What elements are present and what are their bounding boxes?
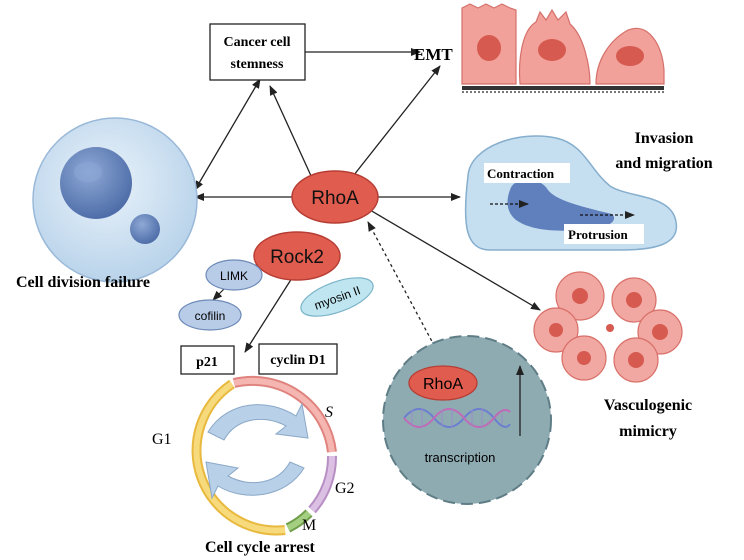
- phase-m-label: M: [302, 517, 316, 534]
- rhoa-label: RhoA: [311, 188, 359, 209]
- arrows: [194, 48, 541, 363]
- limk-node: LIMK: [205, 259, 263, 291]
- stemness-label-1: Cancer cell: [224, 35, 291, 50]
- vascular-cluster-icon: [533, 271, 683, 383]
- epithelial-cells-icon: [461, 3, 665, 93]
- phase-g1-label: G1: [152, 431, 172, 448]
- migrating-cell-icon: [464, 135, 678, 251]
- cyclin-d1-label: cyclin D1: [270, 353, 326, 368]
- vasculogenic-label-1: Vasculogenic: [604, 397, 692, 414]
- phase-g2-label: G2: [335, 480, 355, 497]
- nucleus-rhoa-label: RhoA: [423, 376, 463, 393]
- invasion-label-2: and migration: [615, 155, 712, 172]
- emt-label: EMT: [414, 45, 453, 64]
- rock2-node: Rock2: [253, 231, 341, 281]
- dna-helix-icon: [403, 408, 511, 428]
- protrusion-label: Protrusion: [568, 227, 628, 242]
- phase-s-label: S: [325, 404, 333, 421]
- p21-label: p21: [196, 355, 218, 370]
- cyclin-d1-box: cyclin D1: [258, 343, 338, 375]
- stemness-label-2: stemness: [231, 57, 284, 72]
- rhoa-node: RhoA: [291, 170, 379, 224]
- transcription-label: transcription: [425, 450, 496, 465]
- invasion-label-1: Invasion: [635, 130, 694, 147]
- division-failure-label: Cell division failure: [16, 274, 150, 291]
- cofilin-label: cofilin: [195, 309, 226, 323]
- vasculogenic-label-2: mimicry: [619, 423, 677, 440]
- cofilin-node: cofilin: [178, 299, 242, 331]
- cell-cycle: [191, 375, 338, 536]
- cell-cycle-arrest-label: Cell cycle arrest: [205, 539, 316, 556]
- stem-cell-icon: [32, 117, 198, 283]
- p21-box: p21: [180, 345, 235, 375]
- stemness-box: Cancer cell stemness: [209, 23, 306, 81]
- contraction-label: Contraction: [487, 166, 555, 181]
- rock2-label: Rock2: [270, 247, 324, 268]
- limk-label: LIMK: [220, 269, 248, 283]
